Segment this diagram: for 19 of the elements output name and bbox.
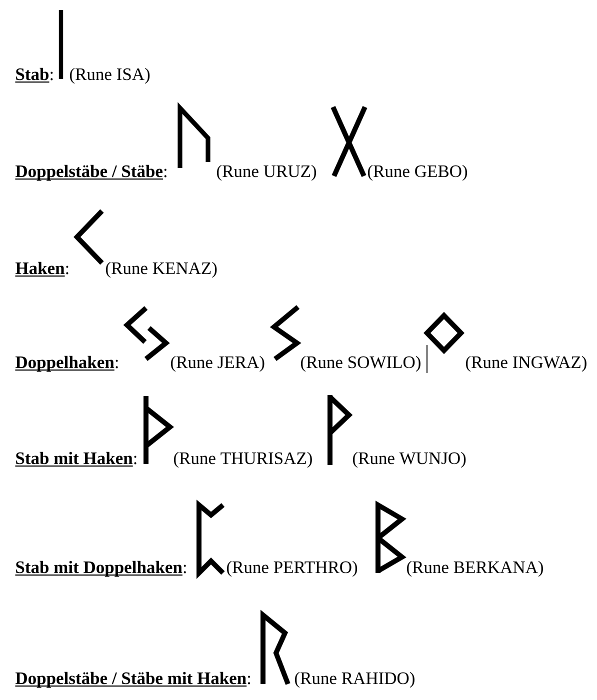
category-heading: Stab mit Doppelhaken: — [15, 560, 186, 577]
rune-caption: (Rune KENAZ) — [106, 262, 217, 278]
rune-caption: (Rune PERTHRO) — [226, 560, 358, 577]
rune-caption: (Rune URUZ) — [216, 164, 316, 181]
rune-caption: (Rune SOWILO) — [300, 356, 420, 372]
category-heading: Stab: — [15, 68, 53, 83]
rune-caption: (Rune ISA) — [70, 68, 150, 84]
rune-caption: (Rune GEBO) — [368, 164, 468, 181]
category-heading: Haken: — [15, 262, 68, 277]
rune-caption: (Rune INGWAZ) — [466, 356, 586, 372]
rune-caption: (Rune JERA) — [170, 356, 264, 372]
rune-caption: (Rune BERKANA) — [406, 560, 543, 577]
category-heading: Doppelhaken: — [15, 356, 118, 372]
category-heading: Doppelstäbe / Stäbe mit Haken: — [15, 672, 250, 688]
rune-caption: (Rune RAHIDO) — [294, 672, 414, 688]
category-heading: Stab mit Haken: — [15, 452, 136, 467]
rune-caption: (Rune THURISAZ) — [174, 452, 312, 468]
rune-caption: (Rune WUNJO) — [352, 452, 466, 468]
category-heading: Doppelstäbe / Stäbe: — [15, 164, 166, 181]
